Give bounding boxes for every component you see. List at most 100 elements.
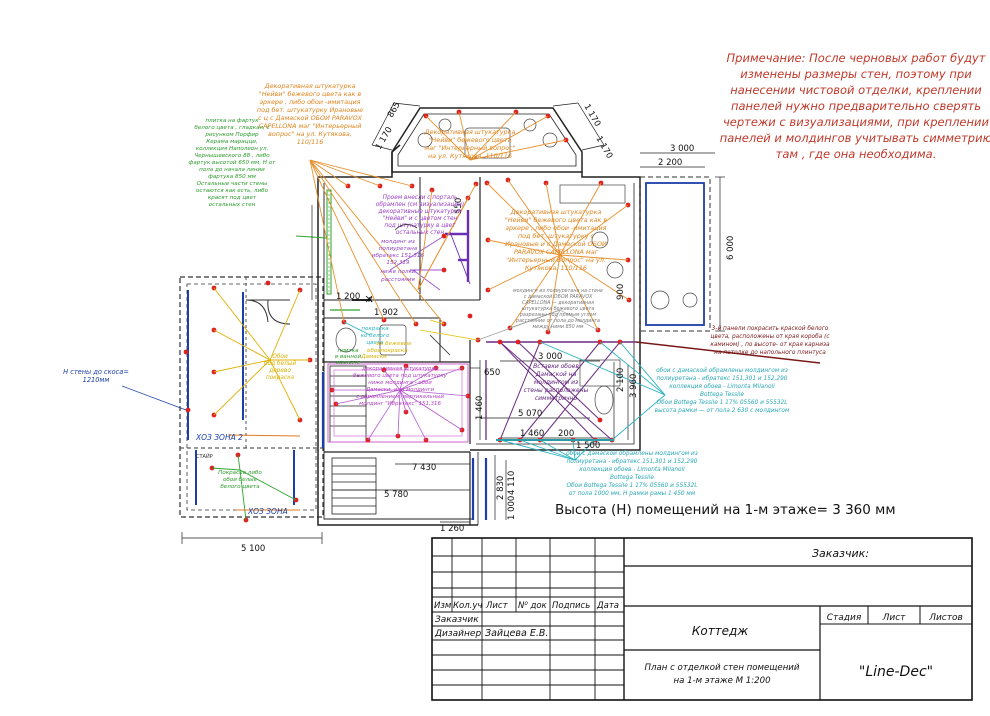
dim-label: 1 200 (336, 292, 360, 302)
note-line: полиуретана - ибратекс 151,301 и 152,290 (567, 459, 698, 465)
note-line: Вставки обоев (533, 363, 579, 370)
note-line: плитка на фартук (205, 118, 259, 124)
dim-label: 1 460 (475, 396, 485, 420)
note-line: "Нейви" бежевого цвета как в (259, 90, 362, 98)
dim-label: 3 000 (670, 144, 694, 154)
dim-label: 2 100 (616, 368, 626, 392)
note-line: Дамаски (360, 354, 387, 360)
dim-label: 1 260 (440, 524, 464, 534)
note-line: эркере , либо обои -имитация (260, 98, 361, 106)
bay-dimensions (181, 102, 725, 544)
header-cell: N⁰ док (518, 601, 548, 611)
height-label: Высота (Н) помещений на 1-м этаже= 3 360… (555, 502, 896, 518)
note-line: комнате (336, 360, 361, 366)
note-line: "Нейви" бежевого цвета (429, 136, 512, 144)
dim-label: 1 460 (520, 429, 544, 439)
note-line: штукатурка бежевого цвета (522, 306, 595, 312)
dim-label: 3 000 (538, 352, 562, 362)
annotation-purple-doorway: Проем внесли с порталь обрамлен (см визу… (376, 195, 464, 236)
dim-label: 6 000 (726, 236, 736, 260)
note-line: фартука 850 мм (208, 174, 257, 180)
note-line: ко белого (361, 333, 390, 339)
note-line: остальных стен (396, 230, 445, 236)
note-line: расстояние от пола до молдинга (515, 319, 600, 324)
header-cell: Подпись (552, 601, 590, 611)
header-cell: Дата (596, 601, 619, 611)
note-line: Обои Bottega Tessile 1 17% 05560 и 55532… (567, 483, 698, 489)
note-line: от пола 1000 мм, Н рамки рамы 1 450 мм (569, 491, 696, 497)
company-name: "Line-Dec" (859, 664, 933, 680)
note-line: "Интерьерный Вопрос" на ул. (506, 256, 606, 264)
note-line: покраска (380, 348, 408, 354)
row-label-designer: Дизайнер (434, 629, 481, 639)
note-line: Обои (272, 354, 288, 360)
stage-header: Листов (928, 613, 963, 623)
note-line: CAPELLONA маг "Интерьерный (259, 122, 362, 130)
note-line: Чернышевского 88 , либо (194, 153, 270, 159)
note-line: обои с дамаской обрамлены молдингом из (566, 451, 698, 457)
note-line: под бет. штукатурку с (518, 232, 595, 240)
note-line: в ванной (335, 354, 362, 360)
annotation-green-stair: Покраска либо обои белые белого цвета (218, 470, 262, 490)
note-line: Покраска либо (218, 470, 262, 476)
note-line: Дамаски, или молдинги (365, 387, 435, 393)
dim-label: 2 200 (658, 158, 682, 168)
annotation-purple-hall: декоративная штукатурка бежевого цвета п… (353, 366, 448, 407)
note-line: ниже полки (380, 269, 416, 275)
dim-label: 550 (454, 198, 464, 214)
note-line: панелей нужно предварительно сверять (731, 99, 981, 113)
note-line: обои (367, 348, 381, 354)
dim-label: 1 000 (507, 496, 517, 520)
blue-wall-marks (321, 372, 488, 520)
annotation-orange-b: Декоративная штукатурка "Нейви" бежевого… (424, 128, 516, 160)
dim-label: 5 780 (384, 490, 408, 500)
note-line: Примечание: После черновых работ будут (727, 51, 986, 65)
note-line: на потолке до напольного плинтуса (714, 350, 826, 356)
title-block-frame (431, 537, 973, 701)
callout-points (329, 109, 632, 443)
annotation-orange-a: Декоративная штукатурка "Нейви" бежевого… (257, 82, 363, 146)
annotation-yellow-hall: Обои под белый дерево покраска (264, 354, 297, 381)
header-cell: Лист (485, 601, 509, 611)
cyan-leaders (343, 321, 666, 461)
stage-header: Лист (882, 613, 907, 623)
note-line: 1210мм (83, 376, 110, 384)
dim-label: 1 902 (374, 308, 398, 318)
annotation-orange-c: Декоративная штукатурка "Нейви" бежевого… (505, 208, 608, 272)
dim-label: 865 (386, 100, 403, 119)
note-line: вопрос" на ул. Кутякова, (268, 130, 352, 138)
note-line: ибратекс 151,316 (372, 253, 425, 259)
note-line: 3-й панели покрасить краской белого (712, 326, 829, 332)
x-marker (365, 295, 373, 303)
note-line: пола до начала линии (199, 167, 265, 173)
note-line: обои белые (223, 477, 258, 483)
note-line: на ул. Кутякова, 110/116 (428, 152, 512, 160)
title-block: Заказчик: Изм Кол.уч Лист N⁰ док Подпись… (434, 547, 963, 686)
dim-label: 200 (558, 429, 574, 439)
note-line: Ирановые и с Дамаской ОБОИ (505, 240, 607, 248)
note-line: обои с дамаской обрамлены молдингом из (656, 368, 788, 374)
designer-name: Зайцева Е.В. (485, 628, 548, 639)
note-line: Керама марацци, (206, 139, 258, 145)
note-line: белого цвета , гладкая, с (194, 125, 269, 131)
note-line: дерево (268, 368, 291, 374)
orange-leaders (309, 111, 630, 333)
note-line: Обои Bottega Tessile 1 17% 05560 и 55532… (657, 400, 788, 406)
note-line: с дамаской ОБОИ PARAVOX (524, 294, 593, 300)
note-line: там , где она необходима. (776, 147, 937, 161)
note-line: Дамаской на (535, 371, 577, 378)
note-line: фартук высотой 650 мм, Н от (189, 160, 277, 166)
note-line: 152,319 (386, 260, 410, 266)
annotation-purple-inserts: Вставки обоев Дамаской на молдингом из с… (524, 363, 589, 402)
note-line: 110/116 (297, 138, 324, 146)
note-line: Н стены до скоса= (63, 368, 129, 376)
dim-label: 5 100 (241, 544, 265, 554)
note-line: обрамлен (см визуализации) (376, 202, 464, 208)
sheet-title: План с отделкой стен помещений (645, 663, 800, 673)
note-line: покраска (266, 375, 295, 381)
note-line: Проем внесли с порталь (383, 195, 458, 201)
note-line: панелей и молдингов учитывать симметрию (720, 131, 990, 145)
note-line: PARAVOX CAPELLONA маг (514, 248, 599, 256)
